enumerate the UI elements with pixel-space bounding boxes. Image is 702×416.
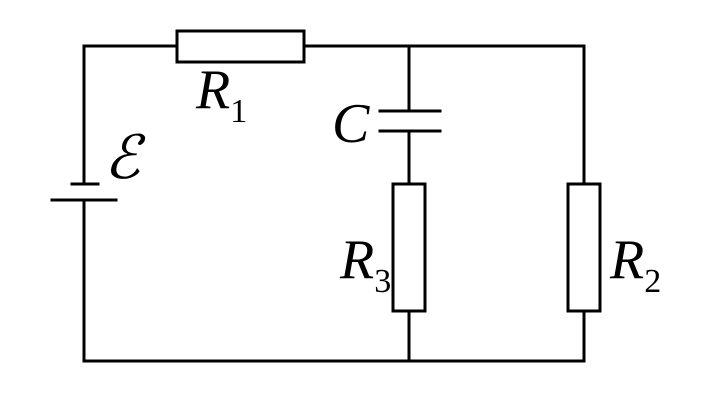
r2-subscript: 2: [644, 263, 661, 300]
resistor-r1: [175, 29, 306, 64]
resistor-r2: [566, 182, 602, 313]
r3-label: R3: [339, 229, 391, 300]
r1-subscript: 1: [230, 93, 247, 130]
emf-label: ℰ: [104, 123, 146, 193]
wires: [82, 44, 586, 363]
r2-label: R2: [609, 229, 661, 300]
r3-subscript: 3: [374, 263, 391, 300]
battery-symbol: [50, 182, 118, 202]
r1-label: R1: [195, 59, 247, 130]
r3-letter: R: [339, 229, 374, 291]
capacitor-label: C: [332, 93, 370, 155]
r1-letter: R: [195, 59, 230, 121]
resistor-r3: [391, 182, 427, 313]
r2-letter: R: [609, 229, 644, 291]
capacitor-symbol: [378, 109, 442, 133]
